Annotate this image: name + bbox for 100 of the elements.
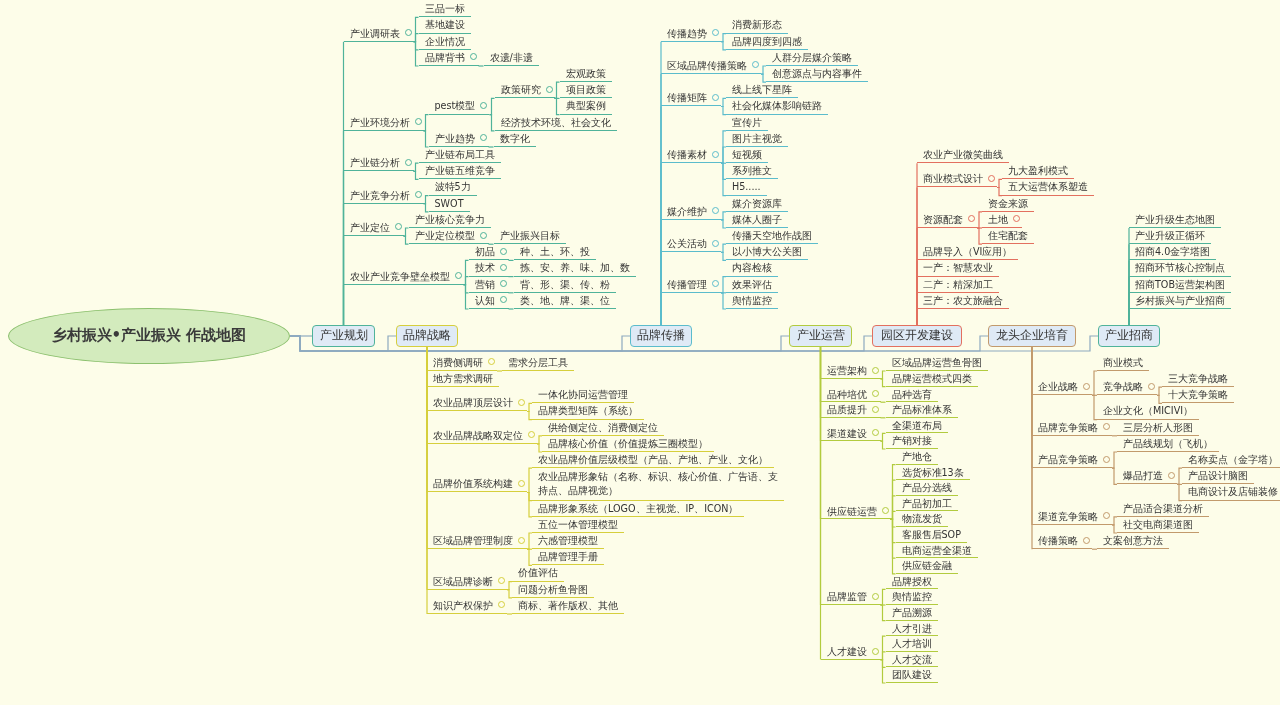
topic-item: 品种选育 [885,386,938,403]
topic-item: 企业文化（MICIVI） [1097,403,1200,420]
connector-line [506,613,513,615]
topic-item [343,219,404,237]
topic-item: 产业核心竞争力 [408,211,491,228]
topic-item: 农业产业微笑曲线 [917,147,1009,164]
topic-item: 品牌核心价值（价值提炼三圈模型） [542,435,714,452]
topic-item: 产品适合渠道分析 [1117,500,1209,517]
main-topic-box: 园区开发建设 [872,325,962,347]
topic-item [661,203,721,220]
topic-item [494,82,555,99]
topic-item: 六感管理模型 [532,533,604,550]
topic-text: 产业定位 [349,221,390,233]
topic-text: 公关活动 [667,238,707,250]
topic-item: 产品标准体系 [885,402,958,418]
topic-text: 产业环境分析 [349,116,410,128]
main-topic-box: 产业规划 [312,325,375,347]
topic-item: 产品初加工 [895,495,958,512]
connector-line [720,105,727,116]
topic-item [468,244,509,261]
connector-line [506,589,513,599]
topic-item: 招商4.0金字塔图 [1129,244,1217,261]
topic-item: 社交电商渠道图 [1117,516,1199,533]
topic-text: 渠道建设 [826,427,867,439]
topic-item: 人群分层媒介策略 [766,49,858,66]
topic-text: 农业品牌顶层设计 [433,397,513,409]
topic-text: pest模型 [434,100,476,112]
topic-item [427,395,527,412]
connector-line [879,588,887,606]
topic-item: 选货标准13条 [895,464,970,481]
topic-text: 渠道竞争策略 [1038,510,1098,522]
topic-text: 供应链运营 [826,505,877,517]
connector-line [720,41,727,51]
topic-item: 供给侧定位、消费侧定位 [542,419,664,436]
topic-text: 品牌背书 [424,51,465,63]
topic-item [820,503,891,520]
topic-item: 电商设计及店铺装修 [1182,484,1280,501]
topic-item: 人才培训 [885,636,938,652]
topic-item [343,114,424,131]
connector-line [720,97,727,108]
topic-text: 品种培优 [826,388,867,400]
topic-item: 产地仓 [895,449,938,465]
topic-item [820,386,881,403]
topic-text: 传播素材 [667,149,707,160]
topic-text: 区域品牌管理制度 [433,535,513,546]
connector-line [996,178,1003,189]
topic-item [408,228,489,245]
connector-line [402,227,410,237]
main-topic-box: 产业运营 [789,325,852,347]
connector-line [1128,308,1130,326]
connector-line [412,162,420,172]
topic-item: 农业品牌形象钻（名称、标识、核心价值、广告语、支持点、品牌视觉） [532,468,784,501]
topic-item: 九大盈利模式 [1002,163,1074,180]
connector-line [720,243,727,253]
topic-item [427,427,537,444]
topic-item: 区域品牌运营鱼骨图 [885,355,988,371]
topic-text: 农业产业竞争壁垒模型 [349,270,450,282]
topic-item: 三品一标 [418,1,471,18]
connector-line [1156,386,1163,396]
topic-item: 系列推文 [726,163,778,180]
topic-item [917,171,997,188]
topic-item: 名称卖点（金字塔） [1182,452,1280,469]
topic-text: 认知 [474,294,495,306]
topic-text: 农业品牌战略双定位 [433,429,523,441]
topic-item: 背、形、渠、传、粉 [513,276,616,293]
connector-line [976,227,983,245]
topic-text: 企业战略 [1038,381,1078,393]
connector-line [720,211,727,221]
topic-text: 传播管理 [667,278,707,290]
topic-item [1032,379,1092,396]
topic-item [1032,533,1092,550]
topic-item: 品牌导入（VI应用） [917,244,1019,261]
topic-item: 短视频 [726,147,768,164]
connector-line [422,203,430,213]
connector-line [526,467,533,494]
connector-line [819,346,822,661]
topic-item [428,130,489,147]
topic-item: 二产：精深加工 [917,276,999,293]
topic-item [661,90,721,107]
topic-item: 人才引进 [885,620,938,637]
topic-item: 三层分析人形图 [1117,419,1199,436]
connector-line [422,130,430,148]
topic-item [427,597,507,614]
connector-line [879,378,887,388]
topic-item: 波特5力 [428,179,477,196]
topic-item: 项目政策 [559,82,612,99]
topic-item [1032,452,1112,469]
connector-line [879,651,887,661]
topic-item: 商业模式 [1097,354,1149,371]
topic-text: 产业调研表 [349,27,400,39]
topic-item: 产品分选线 [895,480,958,496]
connector-line [1091,548,1098,550]
connector-line [720,292,727,310]
connector-line [1176,467,1183,485]
topic-item [1032,419,1112,436]
topic-item: 招商TOB运营架构图 [1129,276,1231,293]
main-topic-box: 产业招商 [1098,325,1160,347]
topic-item: 产品线规划（飞机） [1117,435,1219,452]
connector-line [412,33,420,43]
connector-line [507,259,515,261]
